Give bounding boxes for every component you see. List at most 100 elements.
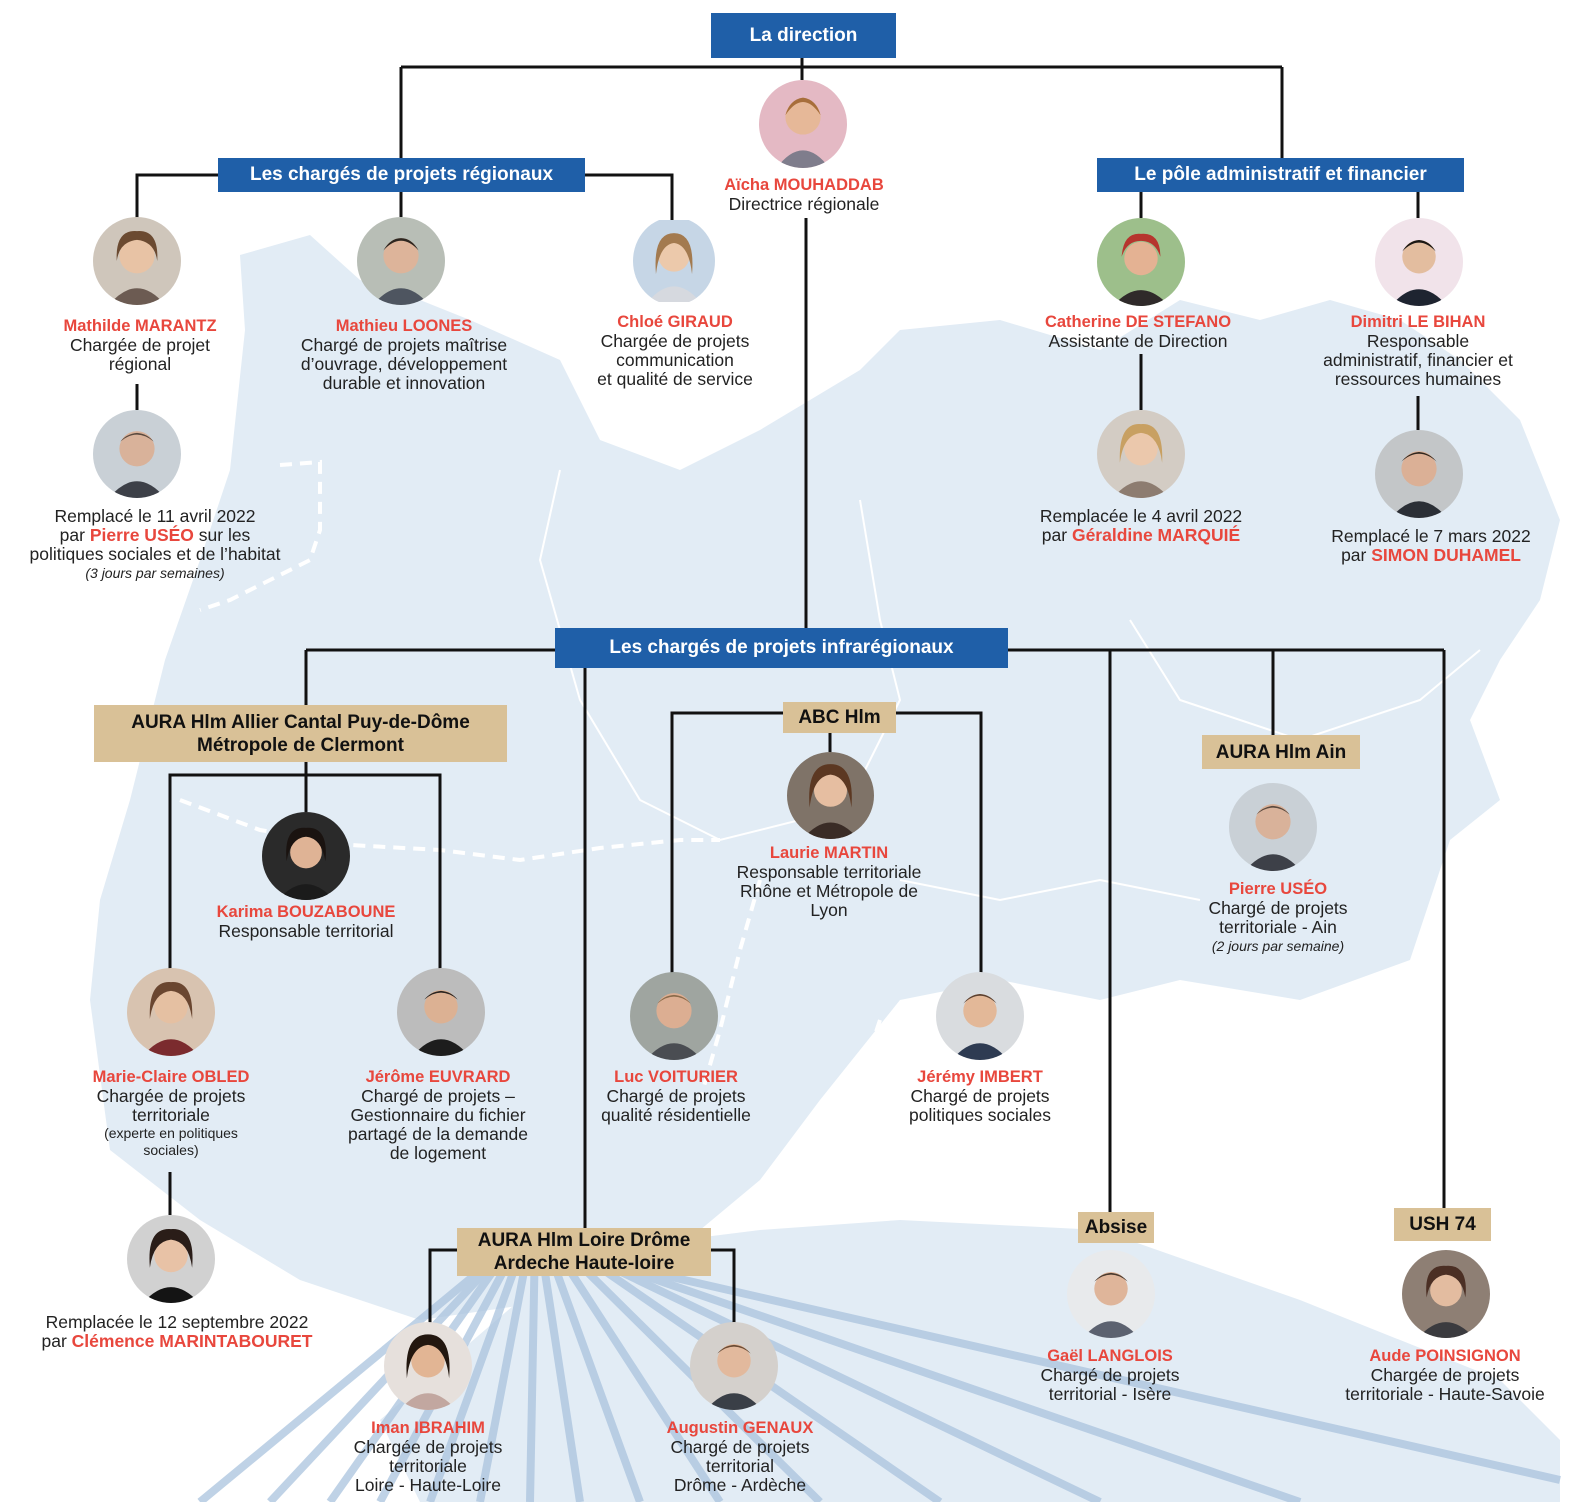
person-role: territoriale bbox=[132, 1105, 210, 1125]
replacement-by: par Pierre USÉO sur les bbox=[0, 526, 310, 545]
replacement-date: Remplacée le 4 avril 2022 bbox=[1039, 506, 1243, 526]
person-pierre-useo: Pierre USÉO Chargé de projets territoria… bbox=[1168, 880, 1388, 955]
person-name: Catherine DE STEFANO bbox=[1044, 313, 1232, 331]
avatar-aude bbox=[1402, 1250, 1490, 1338]
map-dashed-border bbox=[698, 879, 762, 1101]
person-role: Lyon bbox=[810, 900, 848, 920]
person-role: Loire - Haute-Loire bbox=[355, 1475, 501, 1495]
avatar-jeremy bbox=[936, 972, 1024, 1060]
person-role: Responsable bbox=[1366, 331, 1470, 351]
person-role: administratif, financier et bbox=[1323, 350, 1513, 370]
avatar-luc bbox=[630, 972, 718, 1060]
header-regionaux: Les chargés de projets régionaux bbox=[218, 158, 585, 192]
map-dashed-border bbox=[848, 1019, 882, 1131]
person-role: durable et innovation bbox=[322, 373, 486, 393]
org-allier: AURA Hlm Allier Cantal Puy-de-Dôme Métro… bbox=[94, 705, 507, 762]
org-absise-label: Absise bbox=[1084, 1217, 1148, 1238]
person-name: Luc VOITURIER bbox=[614, 1068, 738, 1086]
org-allier-line2: Métropole de Clermont bbox=[197, 734, 404, 756]
header-direction: La direction bbox=[711, 13, 896, 58]
person-note: (experte en politiques bbox=[104, 1125, 238, 1141]
person-role: territoriale - Ain bbox=[1219, 917, 1337, 937]
replacement-marie-claire: Remplacée le 12 septembre 2022 par Cléme… bbox=[12, 1313, 342, 1351]
person-role: territoriale bbox=[389, 1456, 467, 1476]
person-note: sociales) bbox=[143, 1142, 199, 1158]
person-role: Chargée de projets bbox=[600, 331, 750, 351]
person-role: Responsable territoriale bbox=[736, 862, 922, 882]
org-absise: Absise bbox=[1078, 1212, 1154, 1243]
replacement-name: Géraldine MARQUIÉ bbox=[1071, 525, 1241, 545]
header-infra: Les chargés de projets infrarégionaux bbox=[555, 628, 1008, 668]
avatar-jerome bbox=[397, 968, 485, 1056]
person-role: régional bbox=[108, 354, 172, 374]
person-role: Gestionnaire du fichier bbox=[350, 1105, 526, 1125]
org-loire-line2: Ardeche Haute-loire bbox=[493, 1253, 675, 1274]
person-name: Marie-Claire OBLED bbox=[92, 1068, 250, 1086]
person-role: Responsable territorial bbox=[218, 921, 394, 941]
replacement-schedule: (3 jours par semaines) bbox=[85, 565, 225, 581]
person-role: d’ouvrage, développement bbox=[300, 354, 508, 374]
org-ain: AURA Hlm Ain bbox=[1202, 735, 1360, 769]
avatar-simon bbox=[1375, 430, 1463, 518]
person-role: Assistante de Direction bbox=[1048, 331, 1228, 351]
person-role: Chargé de projets bbox=[1208, 898, 1348, 918]
person-schedule: (2 jours par semaine) bbox=[1211, 938, 1345, 954]
person-karima: Karima BOUZABOUNE Responsable territoria… bbox=[190, 903, 422, 941]
header-regionaux-label: Les chargés de projets régionaux bbox=[249, 164, 554, 185]
person-chloe: Chloé GIRAUD Chargée de projets communic… bbox=[565, 313, 785, 389]
person-name: Karima BOUZABOUNE bbox=[216, 903, 396, 921]
replacement-date: Remplacé le 11 avril 2022 bbox=[54, 506, 256, 526]
person-role: Chargée de projets bbox=[96, 1086, 246, 1106]
person-role: communication bbox=[616, 350, 734, 370]
person-name: Mathieu LOONES bbox=[335, 317, 473, 335]
person-marie-claire: Marie-Claire OBLED Chargée de projets te… bbox=[60, 1068, 282, 1159]
person-role: Chargé de projets bbox=[1040, 1365, 1180, 1385]
person-role: territoriale - Haute-Savoie bbox=[1345, 1384, 1545, 1404]
map-dashed-border bbox=[199, 459, 322, 612]
avatar-laurie bbox=[787, 752, 874, 839]
header-direction-label: La direction bbox=[749, 24, 858, 46]
person-jeremy: Jérémy IMBERT Chargé de projets politiqu… bbox=[870, 1068, 1090, 1125]
person-role: Drôme - Ardèche bbox=[673, 1475, 807, 1495]
person-role: et qualité de service bbox=[597, 369, 753, 389]
avatar-karima bbox=[262, 812, 350, 900]
replacement-pre: par bbox=[59, 525, 90, 545]
person-role: de logement bbox=[389, 1143, 487, 1163]
replacement-dimitri: Remplacé le 7 mars 2022 par SIMON DUHAME… bbox=[1300, 527, 1562, 565]
person-role: territorial bbox=[705, 1456, 775, 1476]
replacement-pre: par bbox=[41, 1331, 72, 1351]
map-border bbox=[899, 878, 1201, 902]
person-jerome: Jérôme EUVRARD Chargé de projets – Gesti… bbox=[320, 1068, 556, 1163]
person-laurie: Laurie MARTIN Responsable territoriale R… bbox=[706, 844, 952, 920]
org-abc: ABC Hlm bbox=[783, 702, 896, 733]
person-name: Jérémy IMBERT bbox=[917, 1068, 1043, 1086]
replacement-pre: par bbox=[1041, 525, 1072, 545]
avatar-iman bbox=[384, 1322, 472, 1410]
person-role: qualité résidentielle bbox=[601, 1105, 751, 1125]
person-iman: Iman IBRAHIM Chargée de projets territor… bbox=[318, 1419, 538, 1495]
replacement-by: par Géraldine MARQUIÉ bbox=[1010, 526, 1272, 545]
replacement-post: sur les bbox=[193, 525, 251, 545]
avatar-gael bbox=[1067, 1250, 1155, 1338]
replacement-name: SIMON DUHAMEL bbox=[1371, 545, 1521, 565]
avatar-augustin bbox=[690, 1322, 778, 1410]
org-ain-label: AURA Hlm Ain bbox=[1215, 741, 1347, 763]
replacement-by: par Clémence MARINTABOURET bbox=[12, 1332, 342, 1351]
person-role: territorial - Isère bbox=[1048, 1384, 1172, 1404]
avatar-pierre-useo-2 bbox=[1229, 783, 1317, 871]
avatar-geraldine bbox=[1097, 410, 1185, 498]
person-role: Chargé de projets bbox=[910, 1086, 1050, 1106]
person-role: Chargé de projets bbox=[670, 1437, 810, 1457]
avatar-mathieu bbox=[357, 217, 445, 305]
person-role: Rhône et Métropole de bbox=[739, 881, 919, 901]
person-mathilde: Mathilde MARANTZ Chargée de projet régio… bbox=[30, 317, 250, 374]
person-luc: Luc VOITURIER Chargé de projets qualité … bbox=[566, 1068, 786, 1125]
replacement-date: Remplacée le 12 septembre 2022 bbox=[45, 1312, 309, 1332]
org-ush74-label: USH 74 bbox=[1409, 1214, 1476, 1235]
person-name: Aude POINSIGNON bbox=[1369, 1347, 1521, 1365]
avatar-catherine bbox=[1097, 218, 1185, 306]
replacement-name: Clémence MARINTABOURET bbox=[71, 1331, 313, 1351]
avatar-marie-claire bbox=[127, 968, 215, 1056]
person-name: Chloé GIRAUD bbox=[617, 313, 733, 331]
replacement-date: Remplacé le 7 mars 2022 bbox=[1331, 526, 1531, 546]
